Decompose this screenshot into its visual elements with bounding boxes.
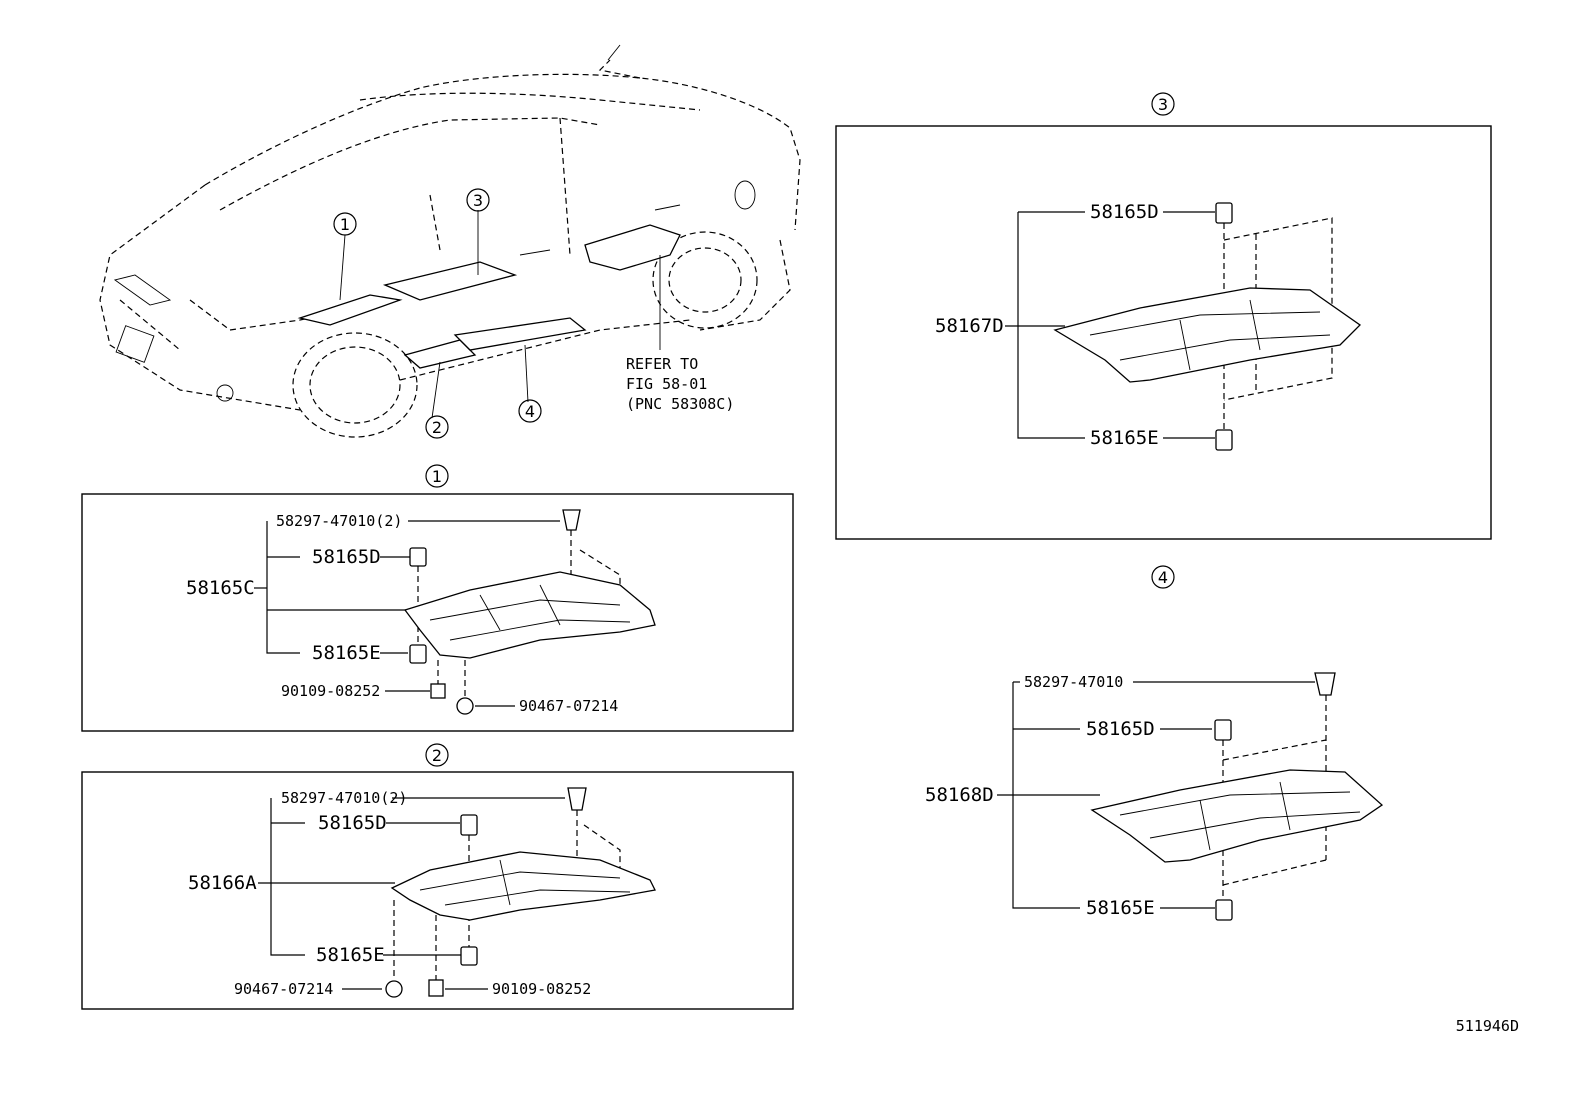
s1-nut-top-icon: [409, 547, 427, 567]
s4-nut-top-label: 58165D: [1086, 718, 1155, 740]
s3-nut-top-icon: [1215, 202, 1233, 224]
s1-clip-label: 58297-47010(2): [276, 512, 402, 530]
s3-undercover-part: [1053, 287, 1362, 383]
refer-line-1: REFER TO: [626, 355, 698, 373]
refer-line-3: (PNC 58308C): [626, 395, 734, 413]
s4-nut-bottom-label: 58165E: [1086, 897, 1155, 919]
svg-text:2: 2: [432, 418, 442, 437]
section-2: 2 58297-47010(2) 58165D 58166A 58165E 90…: [81, 743, 794, 1010]
s2-nut-top-icon: [460, 814, 478, 836]
front-wheel: [292, 332, 418, 438]
section-3: 3 58165D 58167D 58165E: [835, 92, 1492, 540]
s2-nut-bottom-icon: [460, 946, 478, 966]
s1-clip-icon: [562, 509, 581, 531]
s2-nut-bottom-label: 58165E: [316, 944, 385, 966]
s3-nut-top-label: 58165D: [1090, 201, 1159, 223]
s4-nut-bottom-icon: [1215, 899, 1233, 921]
s4-group-label: 58168D: [925, 784, 994, 806]
s1-nut-bottom-icon: [409, 644, 427, 664]
s1-clip2-label: 90467-07214: [519, 697, 618, 715]
s4-clip-label: 58297-47010: [1024, 673, 1123, 691]
s1-nut-bottom-label: 58165E: [312, 642, 381, 664]
overview-callout-2: 2: [425, 415, 449, 439]
s2-bolt-label: 90109-08252: [492, 980, 591, 998]
section-3-number: 3: [1158, 95, 1168, 114]
s2-undercover-part: [390, 851, 656, 921]
s4-nut-top-icon: [1214, 719, 1232, 741]
diagram-id: 511946D: [1456, 1017, 1519, 1035]
overview-callout-3: 3: [466, 188, 490, 212]
overview-callout-1: 1: [333, 212, 357, 236]
s3-nut-bottom-icon: [1215, 429, 1233, 451]
s2-clip-label: 58297-47010(2): [281, 789, 407, 807]
section-4: 4 58297-47010 58165D 58168D 58165E: [925, 565, 1384, 921]
rear-wheel: [652, 231, 758, 329]
svg-text:4: 4: [525, 402, 535, 421]
overview-callout-4: 4: [518, 399, 542, 423]
section-4-number: 4: [1158, 568, 1168, 587]
s4-undercover-part: [1090, 769, 1384, 863]
s3-nut-bottom-label: 58165E: [1090, 427, 1159, 449]
section-1-number: 1: [432, 467, 442, 486]
s3-group-label: 58167D: [935, 315, 1004, 337]
car-overview-illustration: [99, 44, 801, 438]
s1-bolt-icon: [430, 683, 446, 699]
svg-text:1: 1: [340, 215, 350, 234]
s2-bolt-icon: [428, 979, 444, 997]
s2-nut-top-label: 58165D: [318, 812, 387, 834]
refer-line-2: FIG 58-01: [626, 375, 707, 393]
s2-group-label: 58166A: [188, 872, 257, 894]
svg-text:3: 3: [473, 191, 483, 210]
s2-clip-icon: [567, 787, 587, 811]
s1-bolt-label: 90109-08252: [281, 682, 380, 700]
s4-clip-icon: [1314, 672, 1336, 696]
s1-undercover-part: [403, 571, 656, 659]
s2-clip2-label: 90467-07214: [234, 980, 333, 998]
s2-clip2-icon: [385, 980, 403, 998]
s1-nut-top-label: 58165D: [312, 546, 381, 568]
section-1: 1 58297-47010(2) 58165D 58165C 58165E 90…: [81, 464, 794, 732]
s1-clip2-icon: [456, 697, 474, 715]
s1-group-label: 58165C: [186, 577, 255, 599]
section-2-number: 2: [432, 746, 442, 765]
